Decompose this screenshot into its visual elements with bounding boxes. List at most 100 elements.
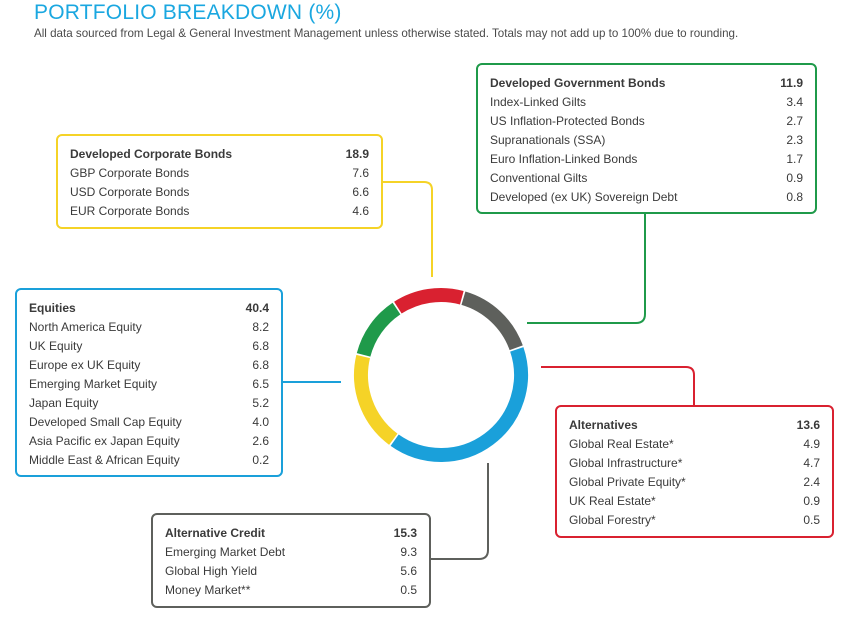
donut-slice-alternative-credit bbox=[461, 291, 523, 351]
item-value: 5.2 bbox=[252, 396, 269, 410]
item-value: 2.3 bbox=[786, 133, 803, 147]
item-value: 2.6 bbox=[252, 434, 269, 448]
item-value: 4.9 bbox=[803, 437, 820, 451]
item-value: 4.0 bbox=[252, 415, 269, 429]
connector-government-bonds bbox=[527, 213, 646, 324]
item-value: 7.6 bbox=[352, 166, 369, 180]
category-total: 15.3 bbox=[393, 526, 417, 540]
item-value: 0.9 bbox=[786, 171, 803, 185]
breakdown-row: Global Private Equity*2.4 bbox=[569, 473, 820, 492]
breakdown-row: Developed Small Cap Equity 4.0 bbox=[29, 413, 269, 432]
connector-alternative-credit bbox=[430, 463, 489, 560]
item-label: Global High Yield bbox=[165, 564, 258, 578]
category-name: Developed Corporate Bonds bbox=[70, 147, 233, 161]
item-label: Asia Pacific ex Japan Equity bbox=[29, 434, 180, 448]
item-value: 6.8 bbox=[252, 339, 269, 353]
category-name: Developed Government Bonds bbox=[490, 76, 666, 90]
item-value: 8.2 bbox=[252, 320, 269, 334]
category-name: Alternative Credit bbox=[165, 526, 266, 540]
breakdown-row: UK Real Estate* 0.9 bbox=[569, 492, 820, 511]
category-total: 18.9 bbox=[345, 147, 369, 161]
breakdown-row: UK Equity 6.8 bbox=[29, 337, 269, 356]
item-label: Global Forestry* bbox=[569, 513, 656, 527]
item-label: Europe ex UK Equity bbox=[29, 358, 141, 372]
breakdown-row: Euro Inflation-Linked Bonds 1.7 bbox=[490, 150, 803, 169]
item-value: 6.6 bbox=[352, 185, 369, 199]
breakdown-row: Asia Pacific ex Japan Equity 2.6 bbox=[29, 432, 269, 451]
breakdown-row: North America Equity 8.2 bbox=[29, 318, 269, 337]
item-value: 0.8 bbox=[786, 190, 803, 204]
category-name: Alternatives bbox=[569, 418, 638, 432]
item-label: Developed Small Cap Equity bbox=[29, 415, 182, 429]
box-header-developed-government-bonds: Developed Government Bonds 11.9 bbox=[490, 74, 803, 93]
box-header-alternatives: Alternatives 13.6 bbox=[569, 416, 820, 435]
item-label: UK Real Estate* bbox=[569, 494, 656, 508]
box-header-equities: Equities 40.4 bbox=[29, 299, 269, 318]
page-title: PORTFOLIO BREAKDOWN (%) bbox=[34, 1, 342, 24]
breakdown-row: GBP Corporate Bonds 7.6 bbox=[70, 164, 369, 183]
breakdown-row: USD Corporate Bonds 6.6 bbox=[70, 183, 369, 202]
item-value: 4.7 bbox=[803, 456, 820, 470]
item-label: GBP Corporate Bonds bbox=[70, 166, 190, 180]
donut-slice-equities bbox=[390, 347, 528, 462]
breakdown-row: Global High Yield 5.6 bbox=[165, 562, 417, 581]
connector-corporate-bonds bbox=[382, 181, 433, 277]
box-header-alternative-credit: Alternative Credit 15.3 bbox=[165, 524, 417, 543]
item-value: 0.9 bbox=[803, 494, 820, 508]
item-value: 3.4 bbox=[786, 95, 803, 109]
breakdown-row: Global Forestry* 0.5 bbox=[569, 511, 820, 530]
breakdown-row: Index-Linked Gilts 3.4 bbox=[490, 93, 803, 112]
item-label: Index-Linked Gilts bbox=[490, 95, 587, 109]
item-value: 5.6 bbox=[400, 564, 417, 578]
item-label: Global Private Equity* bbox=[569, 475, 686, 489]
item-value: 0.2 bbox=[252, 453, 269, 467]
item-label: UK Equity bbox=[29, 339, 83, 353]
item-label: US Inflation-Protected Bonds bbox=[490, 114, 645, 128]
item-label: Money Market** bbox=[165, 583, 251, 597]
item-value: 1.7 bbox=[786, 152, 803, 166]
item-label: Emerging Market Equity bbox=[29, 377, 158, 391]
box-header-developed-corporate-bonds: Developed Corporate Bonds 18.9 bbox=[70, 145, 369, 164]
item-label: Supranationals (SSA) bbox=[490, 133, 606, 147]
item-value: 0.5 bbox=[400, 583, 417, 597]
connector-alternatives bbox=[541, 366, 695, 406]
item-label: Conventional Gilts bbox=[490, 171, 588, 185]
category-name: Equities bbox=[29, 301, 76, 315]
breakdown-row: Conventional Gilts 0.9 bbox=[490, 169, 803, 188]
breakdown-row: Global Real Estate* 4.9 bbox=[569, 435, 820, 454]
item-label: Japan Equity bbox=[29, 396, 99, 410]
breakdown-row: Global Infrastructure* 4.7 bbox=[569, 454, 820, 473]
donut-slice-developed-corporate-bonds bbox=[354, 354, 398, 445]
item-value: 0.5 bbox=[803, 513, 820, 527]
item-label: EUR Corporate Bonds bbox=[70, 204, 190, 218]
item-label: Global Infrastructure* bbox=[569, 456, 683, 470]
item-label: USD Corporate Bonds bbox=[70, 185, 190, 199]
item-value: 6.8 bbox=[252, 358, 269, 372]
donut-slice-alternatives bbox=[394, 288, 464, 314]
breakdown-row: Europe ex UK Equity 6.8 bbox=[29, 356, 269, 375]
item-label: Euro Inflation-Linked Bonds bbox=[490, 152, 638, 166]
category-total: 40.4 bbox=[245, 301, 269, 315]
breakdown-row: Japan Equity 5.2 bbox=[29, 394, 269, 413]
item-value: 9.3 bbox=[400, 545, 417, 559]
category-total: 13.6 bbox=[796, 418, 820, 432]
item-label: Global Real Estate* bbox=[569, 437, 674, 451]
category-total: 11.9 bbox=[780, 76, 803, 90]
item-label: Emerging Market Debt bbox=[165, 545, 286, 559]
breakdown-row: Emerging Market Debt 9.3 bbox=[165, 543, 417, 562]
item-value: 6.5 bbox=[252, 377, 269, 391]
breakdown-row: Money Market** 0.5 bbox=[165, 581, 417, 600]
breakdown-row: Supranationals (SSA) 2.3 bbox=[490, 131, 803, 150]
item-label: North America Equity bbox=[29, 320, 142, 334]
